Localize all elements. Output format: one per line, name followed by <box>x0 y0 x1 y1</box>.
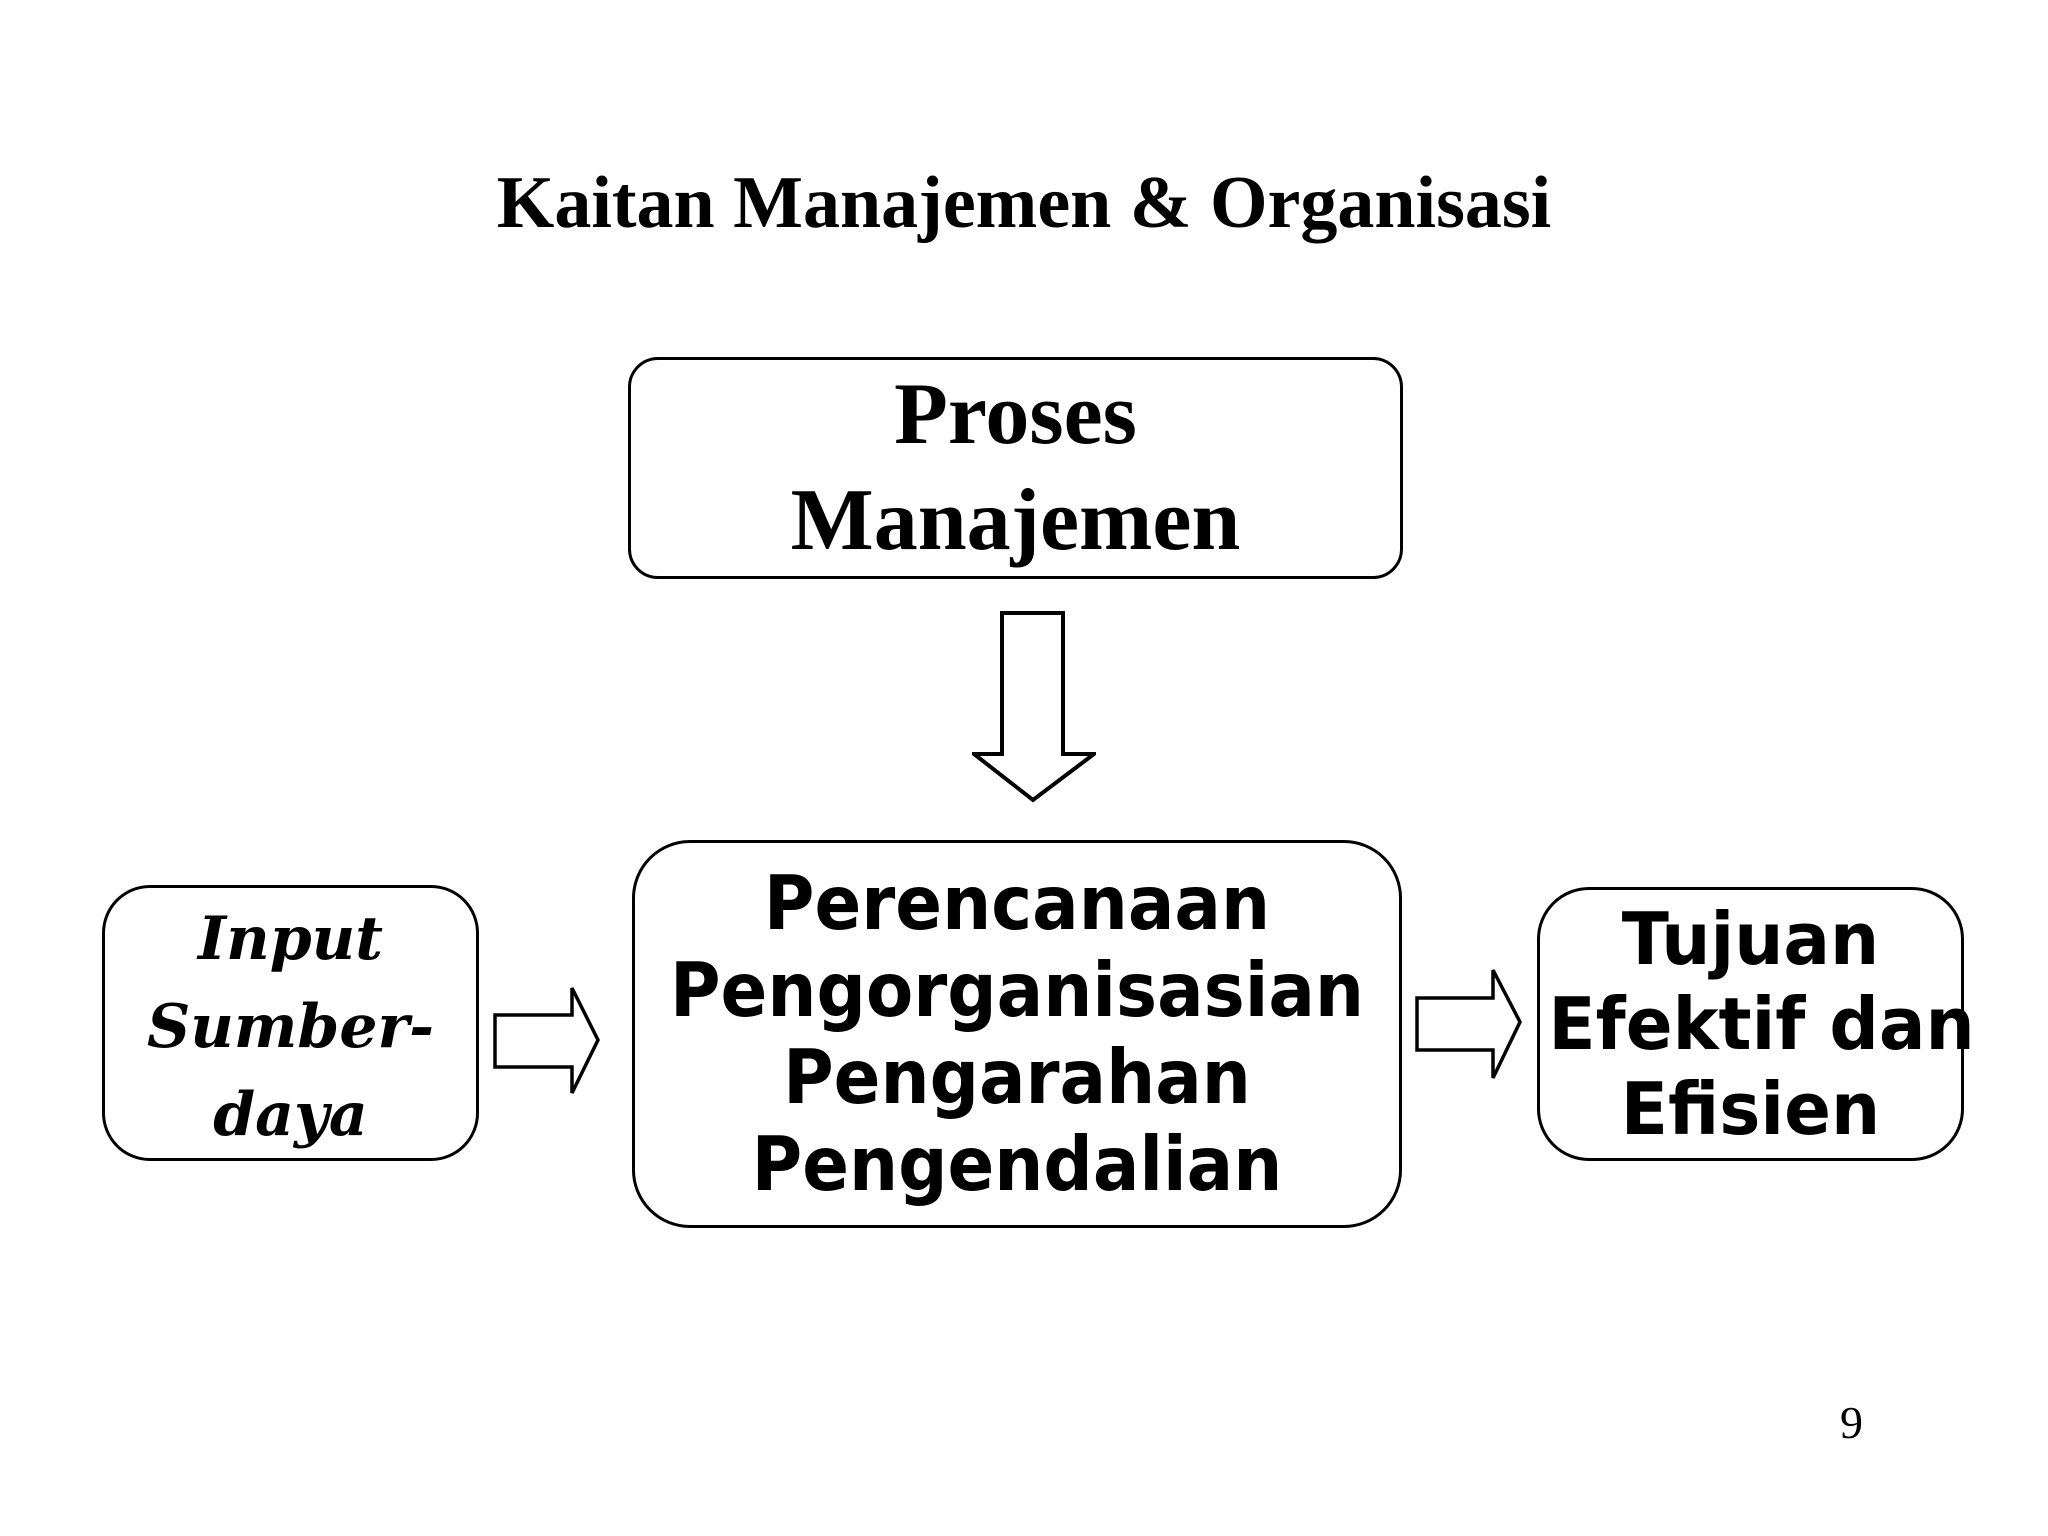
goal-box-line-2: Efektif dan <box>1548 981 1975 1066</box>
functions-box-line-4: Pengendalian <box>751 1120 1283 1208</box>
process-box-line-1: Proses <box>894 366 1137 463</box>
management-functions-box: Perencanaan Pengorganisasian Pengarahan … <box>632 840 1402 1228</box>
process-box-line-2: Manajemen <box>790 472 1241 569</box>
input-box-line-1: Input <box>198 904 383 974</box>
goal-box-text: Tujuan Efektif dan Efisien <box>1548 896 1975 1152</box>
goal-box-line-1: Tujuan <box>1621 896 1880 981</box>
functions-box-line-2: Pengorganisasian <box>669 946 1365 1034</box>
goal-box: Tujuan Efektif dan Efisien <box>1537 887 1975 1161</box>
management-functions-box-text: Perencanaan Pengorganisasian Pengarahan … <box>666 860 1369 1208</box>
functions-box-line-3: Pengarahan <box>783 1033 1251 1121</box>
right-arrow-icon <box>1415 969 1522 1079</box>
input-resources-box: Input Sumber- daya <box>102 885 479 1161</box>
input-resources-box-text: Input Sumber- daya <box>105 895 476 1159</box>
process-management-box: Proses Manajemen <box>628 357 1403 579</box>
input-box-line-3: daya <box>213 1080 368 1150</box>
functions-box-line-1: Perencanaan <box>763 859 1271 947</box>
slide-title: Kaitan Manajemen & Organisasi <box>496 162 1552 244</box>
right-arrow-icon <box>493 987 600 1094</box>
down-arrow-icon <box>972 611 1096 803</box>
input-box-line-2: Sumber- <box>146 992 435 1062</box>
goal-box-line-3: Efisien <box>1620 1066 1881 1151</box>
page-number: 9 <box>1840 1397 1863 1448</box>
process-management-box-text: Proses Manajemen <box>631 362 1400 574</box>
